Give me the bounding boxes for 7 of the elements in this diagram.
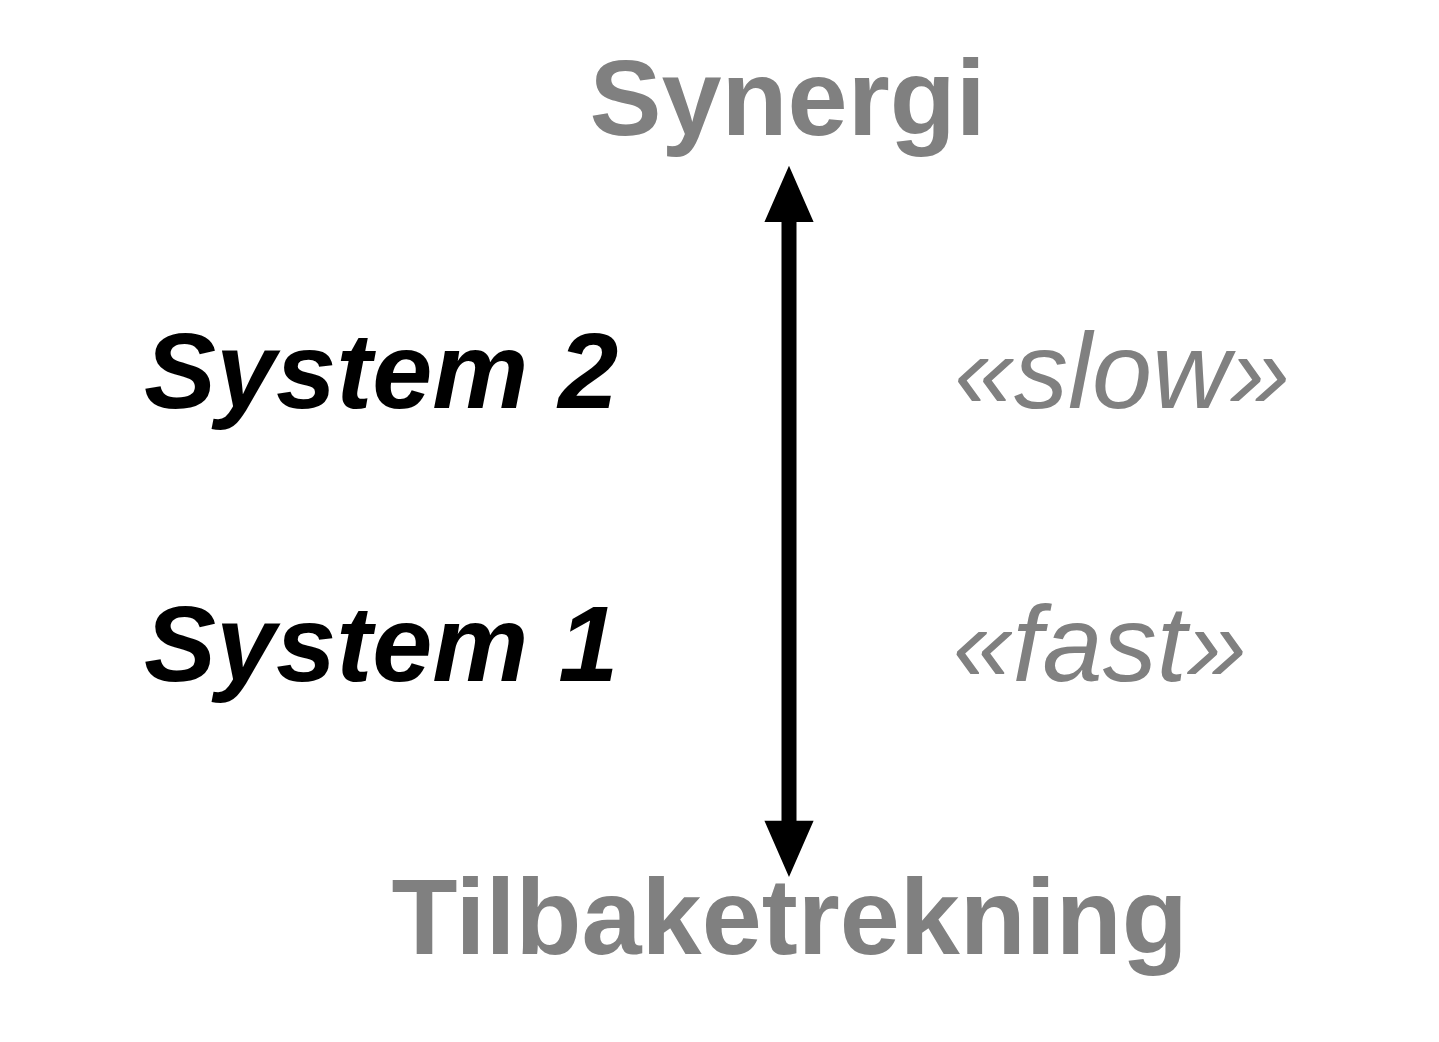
node-text: Tilbaketrekning <box>391 855 1188 977</box>
node-text: Synergi <box>589 36 986 158</box>
label: «fast» <box>952 582 1247 704</box>
label: System 2 <box>143 309 618 431</box>
label: System 1 <box>143 582 618 704</box>
label: «slow» <box>953 309 1290 431</box>
arrow <box>763 165 814 877</box>
